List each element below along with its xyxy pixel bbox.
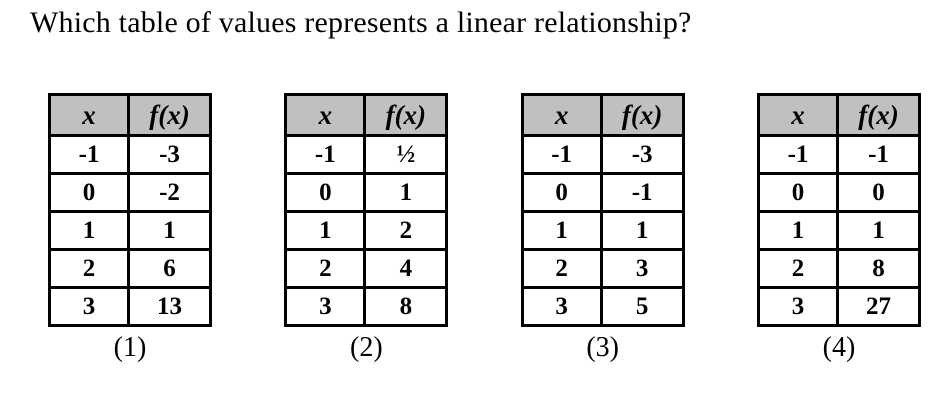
- cell-x: 2: [756, 248, 839, 289]
- cell-fx: 5: [599, 286, 685, 327]
- cell-x: 3: [284, 286, 367, 327]
- cell-fx: ½: [363, 134, 449, 175]
- cell-fx: 1: [363, 172, 449, 213]
- cell-fx: -1: [835, 134, 921, 175]
- cell-x: 1: [284, 210, 367, 251]
- cell-fx: 8: [363, 286, 449, 327]
- cell-fx: 27: [835, 286, 921, 327]
- table-caption: (1): [113, 332, 147, 363]
- table-row: 0-2: [48, 172, 212, 213]
- cell-fx: 2: [363, 210, 449, 251]
- cell-fx: 1: [835, 210, 921, 251]
- cell-fx: 6: [127, 248, 212, 289]
- table-row: -1-3: [520, 134, 685, 175]
- cell-x: 3: [756, 286, 839, 327]
- col-header-x: x: [756, 93, 839, 137]
- cell-x: 2: [520, 248, 603, 289]
- cell-x: 2: [284, 248, 367, 289]
- col-header-fx: f(x): [127, 93, 212, 137]
- cell-fx: 1: [127, 210, 212, 251]
- cell-x: 0: [520, 172, 603, 213]
- header-row: x f(x): [284, 93, 449, 137]
- cell-fx: 8: [835, 248, 921, 289]
- col-header-x: x: [520, 93, 603, 137]
- cell-x: 2: [48, 248, 130, 289]
- table-row: -1-1: [756, 134, 921, 175]
- cell-fx: 13: [127, 286, 212, 327]
- cell-x: -1: [756, 134, 839, 175]
- cell-x: -1: [520, 134, 603, 175]
- col-header-fx: f(x): [599, 93, 685, 137]
- col-header-fx: f(x): [835, 93, 921, 137]
- cell-fx: -2: [127, 172, 212, 213]
- table-caption: (2): [350, 332, 383, 363]
- table-row: 0-1: [520, 172, 685, 213]
- header-row: x f(x): [756, 93, 921, 137]
- cell-x: 0: [756, 172, 839, 213]
- col-header-x: x: [284, 93, 367, 137]
- cell-fx: -1: [599, 172, 685, 213]
- table-caption: (3): [586, 332, 619, 363]
- col-header-fx: f(x): [363, 93, 449, 137]
- cell-x: 3: [48, 286, 130, 327]
- cell-fx: -3: [599, 134, 685, 175]
- cell-fx: 3: [599, 248, 685, 289]
- cell-x: 1: [520, 210, 603, 251]
- table-caption: (4): [822, 332, 856, 363]
- cell-fx: -3: [127, 134, 212, 175]
- cell-x: 1: [756, 210, 839, 251]
- cell-fx: 0: [835, 172, 921, 213]
- question-title: Which table of values represents a linea…: [30, 6, 692, 39]
- cell-fx: 4: [363, 248, 449, 289]
- table-row: -1-3: [48, 134, 212, 175]
- header-row: x f(x): [520, 93, 685, 137]
- cell-x: -1: [284, 134, 367, 175]
- cell-fx: 1: [599, 210, 685, 251]
- cell-x: 0: [284, 172, 367, 213]
- cell-x: 0: [48, 172, 130, 213]
- header-row: x f(x): [48, 93, 212, 137]
- cell-x: -1: [48, 134, 130, 175]
- cell-x: 3: [520, 286, 603, 327]
- cell-x: 1: [48, 210, 130, 251]
- col-header-x: x: [48, 93, 130, 137]
